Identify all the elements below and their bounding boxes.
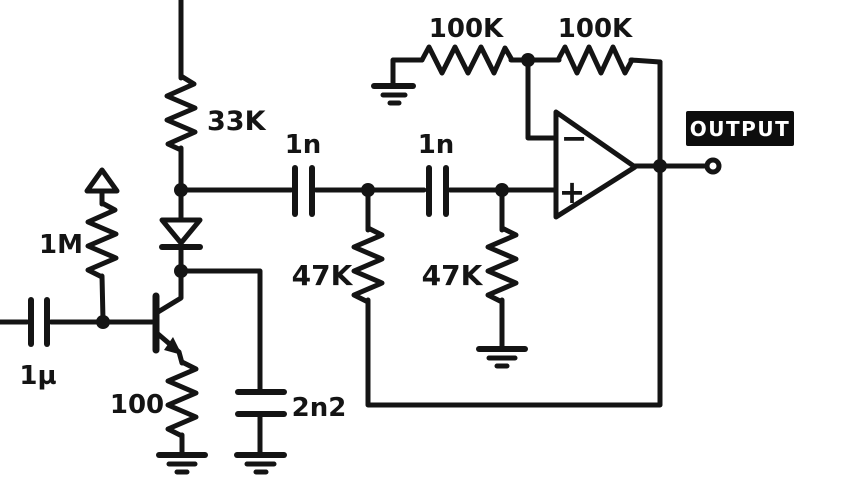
ground-icon [156,452,208,475]
opamp-icon: − + [553,109,638,220]
capacitor-1u: 1µ [0,297,104,391]
resistor-zigzag-icon [419,44,515,76]
resistor-100k-2-label: 100K [558,14,633,44]
output-terminal-icon [704,157,722,175]
capacitor-2n2-label: 2n2 [292,393,347,423]
resistor-47k-2-label: 47K [422,259,484,292]
junction-dot [96,315,110,329]
resistor-100: 100 [110,359,208,475]
diode-icon [159,192,203,272]
supply-arrow-icon [84,167,120,194]
junction-dot [495,183,509,197]
resistor-33k: 33K [164,73,267,193]
junction-dot [653,159,667,173]
junction-dot [361,183,375,197]
resistor-1m-label: 1M [39,230,83,260]
ground-icon [234,452,287,475]
output-badge-bg [686,111,794,146]
output-badge-label: OUTPUT [690,117,790,141]
resistor-47k-1-label: 47K [292,259,354,292]
resistor-zigzag-icon [351,225,385,305]
ground-icon [476,346,528,369]
resistor-zigzag-icon [555,44,635,76]
capacitor-1u-label: 1µ [19,361,56,391]
wire [628,57,663,65]
resistor-47k-1: 47K [292,187,385,305]
resistor-100-label: 100 [110,390,164,420]
wire [99,273,106,323]
capacitor-2n2: 2n2 [178,268,347,475]
capacitor-1n-1: 1n [285,130,322,217]
resistor-1m: 1M [39,167,120,323]
resistor-zigzag-icon [164,73,198,153]
resistor-zigzag-icon [85,200,119,280]
junction-dot [174,183,188,197]
resistor-33k-label: 33K [207,106,267,137]
resistor-100k-2: 100K [555,14,663,76]
capacitor-1n-2-label: 1n [418,130,455,160]
resistor-zigzag-icon [165,359,199,439]
capacitor-1n-1-label: 1n [285,130,322,160]
output-badge: OUTPUT [686,111,794,146]
output-terminal [631,157,722,175]
wire [178,268,263,392]
emitter-arrow-icon [164,337,182,355]
resistor-100k-1: 100K [371,14,562,106]
junction-dot [174,264,188,278]
diode-triangle [159,217,203,246]
inverting-input-wire [525,60,558,141]
capacitor-1n-2: 1n [418,130,455,217]
opamp-minus-label: − [561,119,588,157]
resistor-100k-1-label: 100K [429,14,504,44]
opamp-plus-label: + [559,173,586,211]
opamp-triangle [553,109,638,220]
junction-dot [521,53,535,67]
resistor-47k-2: 47K [422,187,528,369]
ground-icon [371,57,425,106]
transistor-icon [102,265,185,366]
feedback-wire [365,59,663,408]
resistor-zigzag-icon [485,225,519,305]
